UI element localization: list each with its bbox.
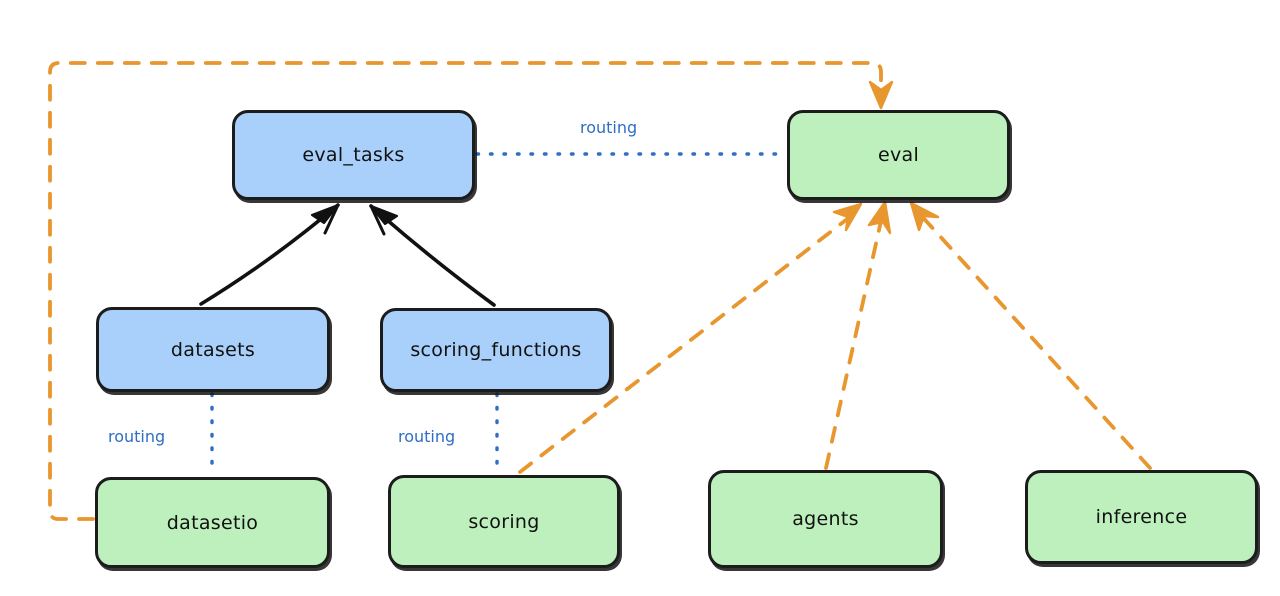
node-label: scoring_functions — [410, 339, 582, 361]
node-eval[interactable]: eval — [787, 110, 1010, 200]
node-label: datasets — [170, 338, 256, 361]
edge-label-routing-scoring-functions: routing — [398, 427, 456, 446]
node-inference[interactable]: inference — [1025, 470, 1258, 564]
node-eval-tasks[interactable]: eval_tasks — [232, 110, 475, 200]
node-label: eval_tasks — [302, 144, 405, 166]
edge-label-routing-eval-tasks: routing — [580, 118, 638, 137]
node-datasetio[interactable]: datasetio — [95, 477, 330, 568]
edge-agents-to-eval — [824, 200, 892, 470]
edge-inference-to-eval — [909, 201, 1152, 470]
node-label: datasetio — [166, 511, 259, 534]
node-scoring[interactable]: scoring — [388, 475, 620, 568]
edge-datasets-to-eval-tasks — [199, 203, 340, 306]
node-label: inference — [1095, 506, 1188, 528]
node-label: scoring — [468, 510, 540, 533]
node-agents[interactable]: agents — [708, 470, 943, 568]
node-datasets[interactable]: datasets — [96, 307, 330, 392]
edge-scoring-functions-to-eval-tasks — [369, 204, 496, 307]
edge-label-routing-datasets: routing — [108, 427, 166, 446]
node-label: agents — [792, 508, 859, 530]
node-scoring-functions[interactable]: scoring_functions — [380, 308, 612, 392]
node-label: eval — [877, 144, 920, 166]
